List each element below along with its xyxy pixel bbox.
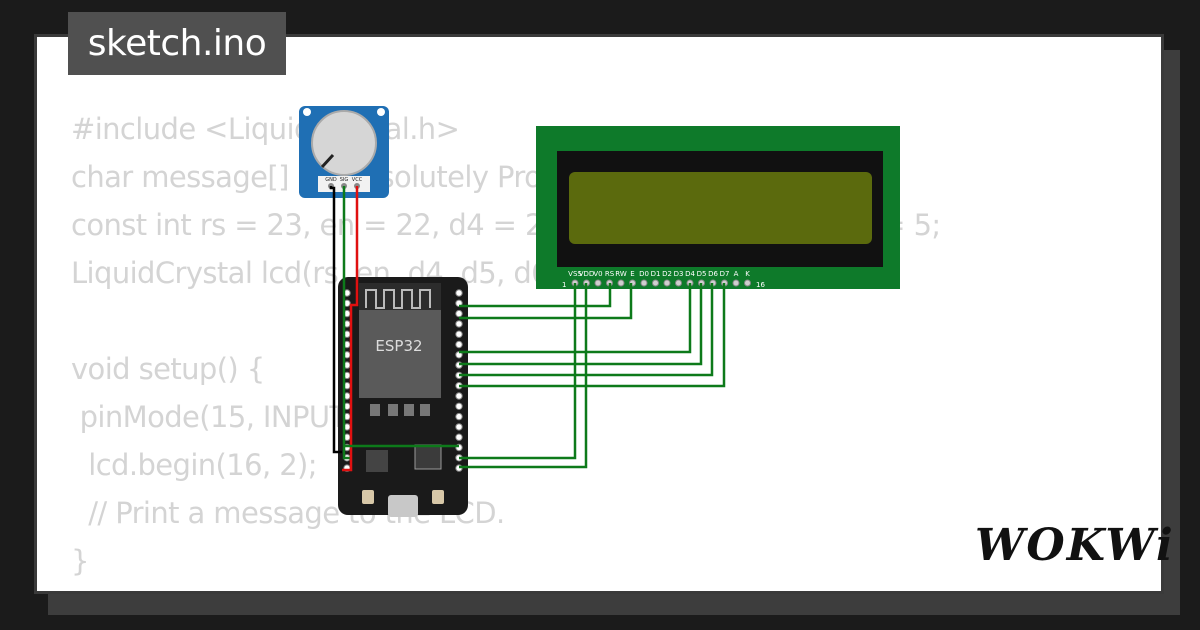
- smd-part: [370, 404, 380, 416]
- smd-part: [388, 404, 398, 416]
- wires: [329, 186, 726, 472]
- lcd-pin[interactable]: [594, 279, 602, 287]
- boot-button[interactable]: [362, 490, 374, 504]
- lcd-pin[interactable]: [663, 279, 671, 287]
- esp32-header-pin[interactable]: [455, 289, 463, 297]
- lcd-pin-label: D2: [662, 270, 672, 278]
- lcd-pin[interactable]: [732, 279, 740, 287]
- code-line: }: [71, 544, 89, 578]
- esp32-header-pin[interactable]: [455, 423, 463, 431]
- file-title-tab[interactable]: sketch.ino: [68, 12, 286, 75]
- esp32-header-pin[interactable]: [455, 309, 463, 318]
- lcd-pin[interactable]: [744, 279, 751, 287]
- wokwi-logo: WOKWi: [975, 520, 1175, 571]
- potentiometer[interactable]: GND SIG VCC: [299, 106, 389, 198]
- wire-e[interactable]: [459, 283, 633, 320]
- lcd-screen: [569, 172, 872, 244]
- lcd-pin-label: A: [734, 270, 739, 278]
- lcd-pin-label: D6: [708, 270, 718, 278]
- wire-d5[interactable]: [459, 283, 703, 366]
- esp32-module-shield: [359, 310, 441, 398]
- code-line: lcd.begin(16, 2);: [71, 448, 317, 482]
- usb-connector: [388, 495, 418, 517]
- wire-vcc[interactable]: [342, 186, 359, 472]
- smd-part: [404, 404, 414, 416]
- wire-gnd[interactable]: [329, 186, 342, 454]
- esp32-board[interactable]: ESP32: [338, 277, 468, 517]
- wire-d7[interactable]: [459, 283, 726, 388]
- lcd-pin-last-label: 16: [756, 281, 765, 289]
- esp32-header-pin[interactable]: [455, 412, 463, 421]
- lcd-pin[interactable]: [617, 279, 625, 287]
- pot-knob-indicator: [320, 153, 335, 169]
- wire-vdd[interactable]: [459, 283, 588, 469]
- pot-pin-label: GND: [325, 177, 337, 183]
- wire-vss[interactable]: [459, 283, 577, 460]
- lcd-pin-label: RS: [605, 270, 615, 278]
- esp32-header-pin[interactable]: [455, 330, 463, 338]
- mount-hole: [303, 108, 311, 116]
- lcd-pin-label: D3: [674, 270, 684, 278]
- lcd-pin-first-label: 1: [562, 281, 566, 289]
- lcd-pin-label: V0: [593, 270, 602, 278]
- lcd-pin-label: E: [630, 270, 634, 278]
- pot-pin-label: VCC: [352, 177, 363, 183]
- enable-button[interactable]: [432, 490, 444, 504]
- lcd-pin-label: VSS: [568, 270, 582, 278]
- lcd-pin[interactable]: [652, 279, 659, 287]
- lcd-pin-label: K: [745, 270, 750, 278]
- esp32-antenna: [359, 283, 441, 315]
- esp32-header-pin[interactable]: [455, 320, 463, 328]
- smd-part: [420, 404, 430, 416]
- wire-d6[interactable]: [459, 283, 714, 377]
- lcd-pin[interactable]: [640, 279, 648, 287]
- wire-sig[interactable]: [342, 186, 350, 460]
- lcd-pin-label: D1: [651, 270, 661, 278]
- lcd-pin-label: D7: [720, 270, 730, 278]
- wire-d4[interactable]: [459, 283, 692, 354]
- esp32-header-pin[interactable]: [455, 433, 463, 441]
- mount-hole: [377, 108, 385, 116]
- lcd-pin-label: VDD: [579, 270, 595, 278]
- usb-uart-chip: [414, 444, 442, 470]
- lcd-pin-label: RW: [615, 270, 627, 278]
- code-line: void setup() {: [71, 352, 265, 386]
- esp32-header-pin[interactable]: [455, 392, 463, 400]
- lcd-pin[interactable]: [675, 279, 682, 287]
- lcd-pin-label: D4: [685, 270, 695, 278]
- esp32-header-pin[interactable]: [455, 340, 463, 349]
- lcd-pin-label: D5: [697, 270, 707, 278]
- pot-pin-label: SIG: [340, 177, 349, 183]
- esp32-header-pin[interactable]: [455, 402, 463, 410]
- antenna-trace: [365, 289, 431, 309]
- esp32-label: ESP32: [375, 337, 422, 355]
- voltage-regulator: [366, 450, 388, 472]
- wire-rs[interactable]: [459, 283, 612, 308]
- lcd-pin-label: D0: [639, 270, 649, 278]
